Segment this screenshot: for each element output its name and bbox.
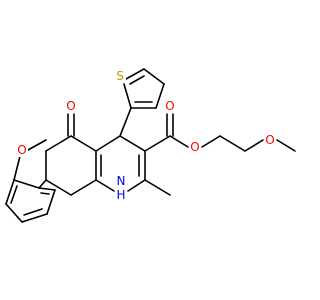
ester-oxygen-label: O [190,140,199,154]
molecule-structure: O S O O O O N H [5,68,296,223]
amine-nitrogen-label: N [117,174,126,188]
atom-labels: O S O O O O N H [16,69,276,202]
amine-hydrogen-label: H [116,188,125,202]
aryl-methoxy-oxygen-label: O [17,143,26,157]
thiophene-sulfur-label: S [116,69,124,83]
chain-ether-oxygen-label: O [265,133,274,147]
carbonyl-oxygen-label: O [165,99,174,113]
bond-lines [45,68,296,196]
methoxyphenyl-group [5,139,56,223]
ketone-oxygen-label: O [66,99,75,113]
